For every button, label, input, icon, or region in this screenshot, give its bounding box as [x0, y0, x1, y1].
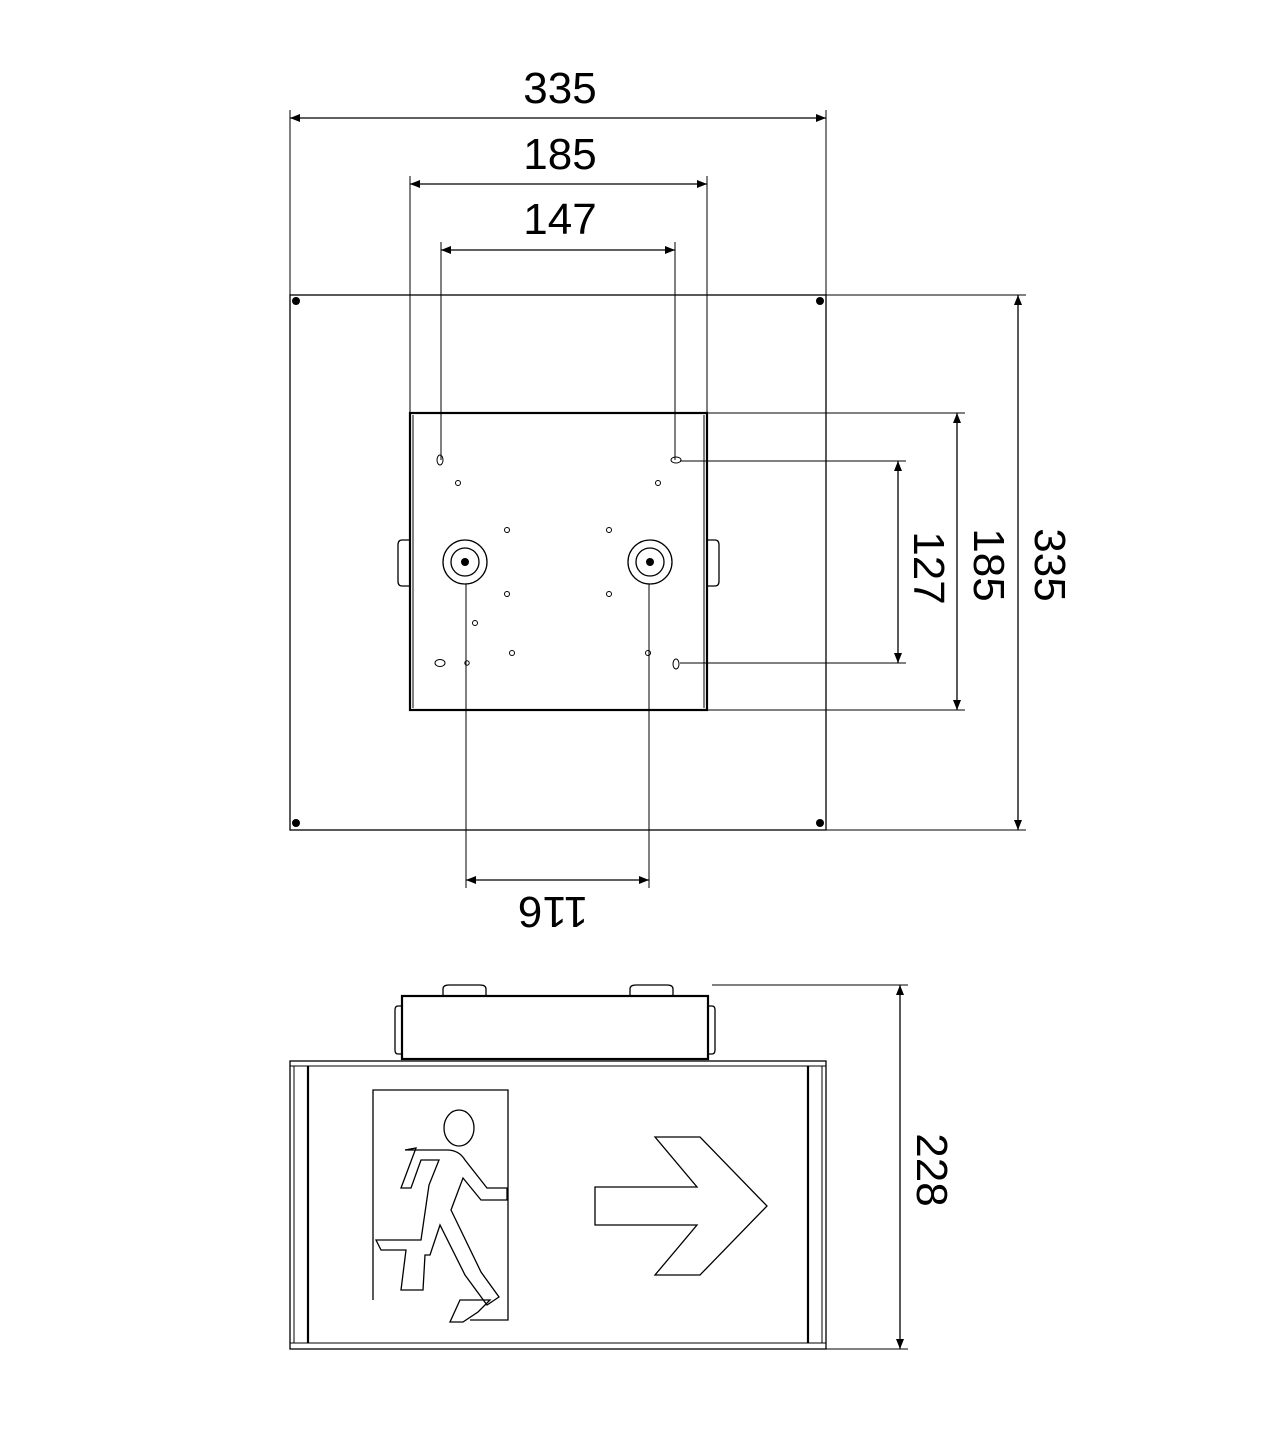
running-man-figure	[374, 1147, 508, 1306]
exit-door-outline	[372, 1089, 509, 1321]
running-man-head	[443, 1109, 475, 1147]
cable-entry-right	[627, 539, 673, 585]
dim-box-width: 185	[523, 130, 596, 179]
dim-overall-width: 335	[523, 64, 596, 113]
sign-panel	[289, 1060, 827, 1350]
direction-arrow-right	[594, 1136, 768, 1276]
dim-hole-spacing-x: 147	[523, 195, 596, 244]
side-gland-left	[397, 539, 410, 587]
running-man-foot	[448, 1299, 492, 1323]
top-gland-left	[442, 984, 487, 995]
small-holes	[434, 454, 682, 670]
housing-box	[408, 411, 709, 712]
dim-hole-spacing-y: 127	[904, 531, 953, 604]
top-gland-right	[629, 984, 674, 995]
cable-entry-left	[442, 539, 488, 585]
extension-lines	[289, 110, 1026, 888]
top-view: 335 185 147 335 185 127 116	[289, 64, 1074, 936]
dim-box-height: 185	[964, 528, 1013, 601]
front-view: 228	[289, 984, 956, 1350]
plate-screws	[292, 297, 824, 827]
dim-overall-height: 335	[1025, 528, 1074, 601]
mounting-plate	[289, 294, 827, 831]
dim-cable-entry-spacing: 116	[518, 887, 588, 936]
housing-side	[400, 994, 710, 1061]
side-gland-right	[707, 539, 720, 587]
dim-front-height: 228	[907, 1133, 956, 1206]
